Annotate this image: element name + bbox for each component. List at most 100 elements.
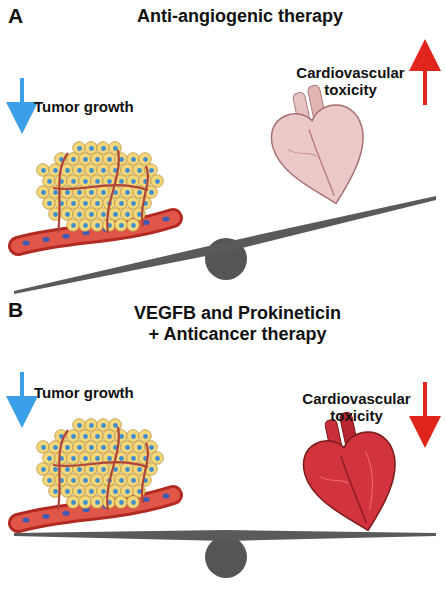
cell-nucleus xyxy=(83,201,88,206)
cell-nucleus xyxy=(95,201,100,206)
tumor-cell xyxy=(43,175,56,188)
tumor-cell xyxy=(109,485,122,498)
tumor-vessel xyxy=(142,443,148,503)
tumor-cell xyxy=(73,164,86,177)
cell-nucleus xyxy=(65,212,70,217)
tumor-cell xyxy=(91,474,104,487)
cell-nucleus xyxy=(113,489,118,494)
tumor-cell xyxy=(121,208,134,221)
tumor-vessel xyxy=(53,462,148,467)
effect-label: Tumor growth xyxy=(34,384,134,401)
blood-cell xyxy=(23,518,30,523)
tumor-cell xyxy=(91,496,104,509)
cell-nucleus xyxy=(41,190,46,195)
cell-nucleus xyxy=(119,223,124,228)
tumor-cell xyxy=(55,474,68,487)
blood-cell xyxy=(163,217,170,222)
cell-nucleus xyxy=(119,201,124,206)
tumor-cell xyxy=(85,164,98,177)
tumor-vessel xyxy=(107,150,119,233)
blood-cell xyxy=(23,241,30,246)
cell-nucleus xyxy=(131,157,136,162)
cell-nucleus xyxy=(125,190,130,195)
cell-nucleus xyxy=(83,500,88,505)
cell-nucleus xyxy=(77,212,82,217)
cell-nucleus xyxy=(125,212,130,217)
cell-nucleus xyxy=(137,467,142,472)
tumor-cell xyxy=(73,142,86,155)
cell-nucleus xyxy=(101,146,106,151)
tumor-vessel xyxy=(58,153,68,233)
tumor-cell xyxy=(61,186,74,199)
tumor-cell xyxy=(67,219,80,232)
cell-nucleus xyxy=(47,456,52,461)
tumor-cell xyxy=(67,197,80,210)
tumor-illustration xyxy=(18,419,173,523)
tumor-vessel xyxy=(58,430,68,510)
tumor-cell xyxy=(97,463,110,476)
cell-nucleus xyxy=(65,168,70,173)
tumor-cell xyxy=(121,186,134,199)
tumor-cell xyxy=(97,142,110,155)
tumor-cell xyxy=(73,419,86,432)
cell-nucleus xyxy=(101,467,106,472)
tumor-cell xyxy=(85,419,98,432)
seesaw-plank xyxy=(14,530,436,541)
cell-nucleus xyxy=(131,500,136,505)
cell-nucleus xyxy=(89,212,94,217)
tumor-cell xyxy=(97,164,110,177)
cell-nucleus xyxy=(89,146,94,151)
cell-nucleus xyxy=(119,456,124,461)
tumor-cell xyxy=(115,153,128,166)
cell-nucleus xyxy=(131,478,136,483)
tumor-cell xyxy=(151,175,164,188)
cell-nucleus xyxy=(71,478,76,483)
cell-nucleus xyxy=(71,434,76,439)
tumor-cell xyxy=(43,474,56,487)
cell-nucleus xyxy=(89,489,94,494)
down-arrow xyxy=(20,372,24,412)
cell-nucleus xyxy=(89,445,94,450)
cell-nucleus xyxy=(125,467,130,472)
tumor-cell xyxy=(79,153,92,166)
tumor-cell xyxy=(67,430,80,443)
tumor-cell xyxy=(115,430,128,443)
cell-nucleus xyxy=(71,223,76,228)
cell-nucleus xyxy=(119,500,124,505)
tumor-cell xyxy=(97,441,110,454)
blood-vessel xyxy=(18,218,173,246)
cell-nucleus xyxy=(71,179,76,184)
tumor-cell xyxy=(67,452,80,465)
blood-cell xyxy=(43,237,50,242)
panel-title: VEGFB and Prokineticin + Anticancer ther… xyxy=(130,303,345,344)
blood-vessel xyxy=(18,495,173,523)
tumor-cell xyxy=(109,208,122,221)
cell-nucleus xyxy=(155,456,160,461)
tumor-cell xyxy=(79,175,92,188)
fulcrum xyxy=(205,536,247,578)
cell-nucleus xyxy=(47,478,52,483)
tumor-cell xyxy=(43,197,56,210)
tumor-cell xyxy=(67,175,80,188)
cell-nucleus xyxy=(83,223,88,228)
cell-nucleus xyxy=(101,190,106,195)
tumor-cell xyxy=(91,430,104,443)
cell-nucleus xyxy=(125,168,130,173)
cell-nucleus xyxy=(143,434,148,439)
cell-nucleus xyxy=(131,456,136,461)
tumor-cell xyxy=(103,153,116,166)
cell-nucleus xyxy=(101,489,106,494)
cell-nucleus xyxy=(131,179,136,184)
cell-nucleus xyxy=(119,478,124,483)
cell-nucleus xyxy=(155,179,160,184)
tumor-cell xyxy=(133,441,146,454)
tumor-cell xyxy=(85,208,98,221)
effect-label: Cardiovascular toxicity xyxy=(294,390,419,425)
tumor-cell xyxy=(55,452,68,465)
tumor-cell xyxy=(37,441,50,454)
cell-nucleus xyxy=(71,157,76,162)
tumor-cell xyxy=(103,219,116,232)
tumor-cell xyxy=(73,208,86,221)
cell-nucleus xyxy=(77,445,82,450)
